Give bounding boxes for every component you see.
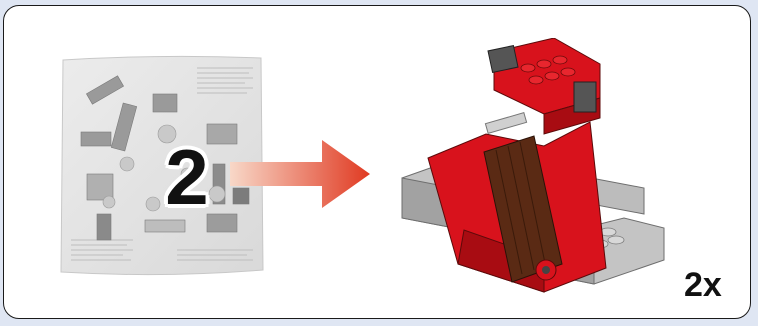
built-model-image [394, 38, 674, 308]
quantity-multiplier: 2x [684, 268, 722, 302]
bag-number: 2 [142, 138, 232, 216]
right-arrow-icon [230, 138, 372, 210]
instruction-step-panel: 2 [3, 5, 751, 319]
